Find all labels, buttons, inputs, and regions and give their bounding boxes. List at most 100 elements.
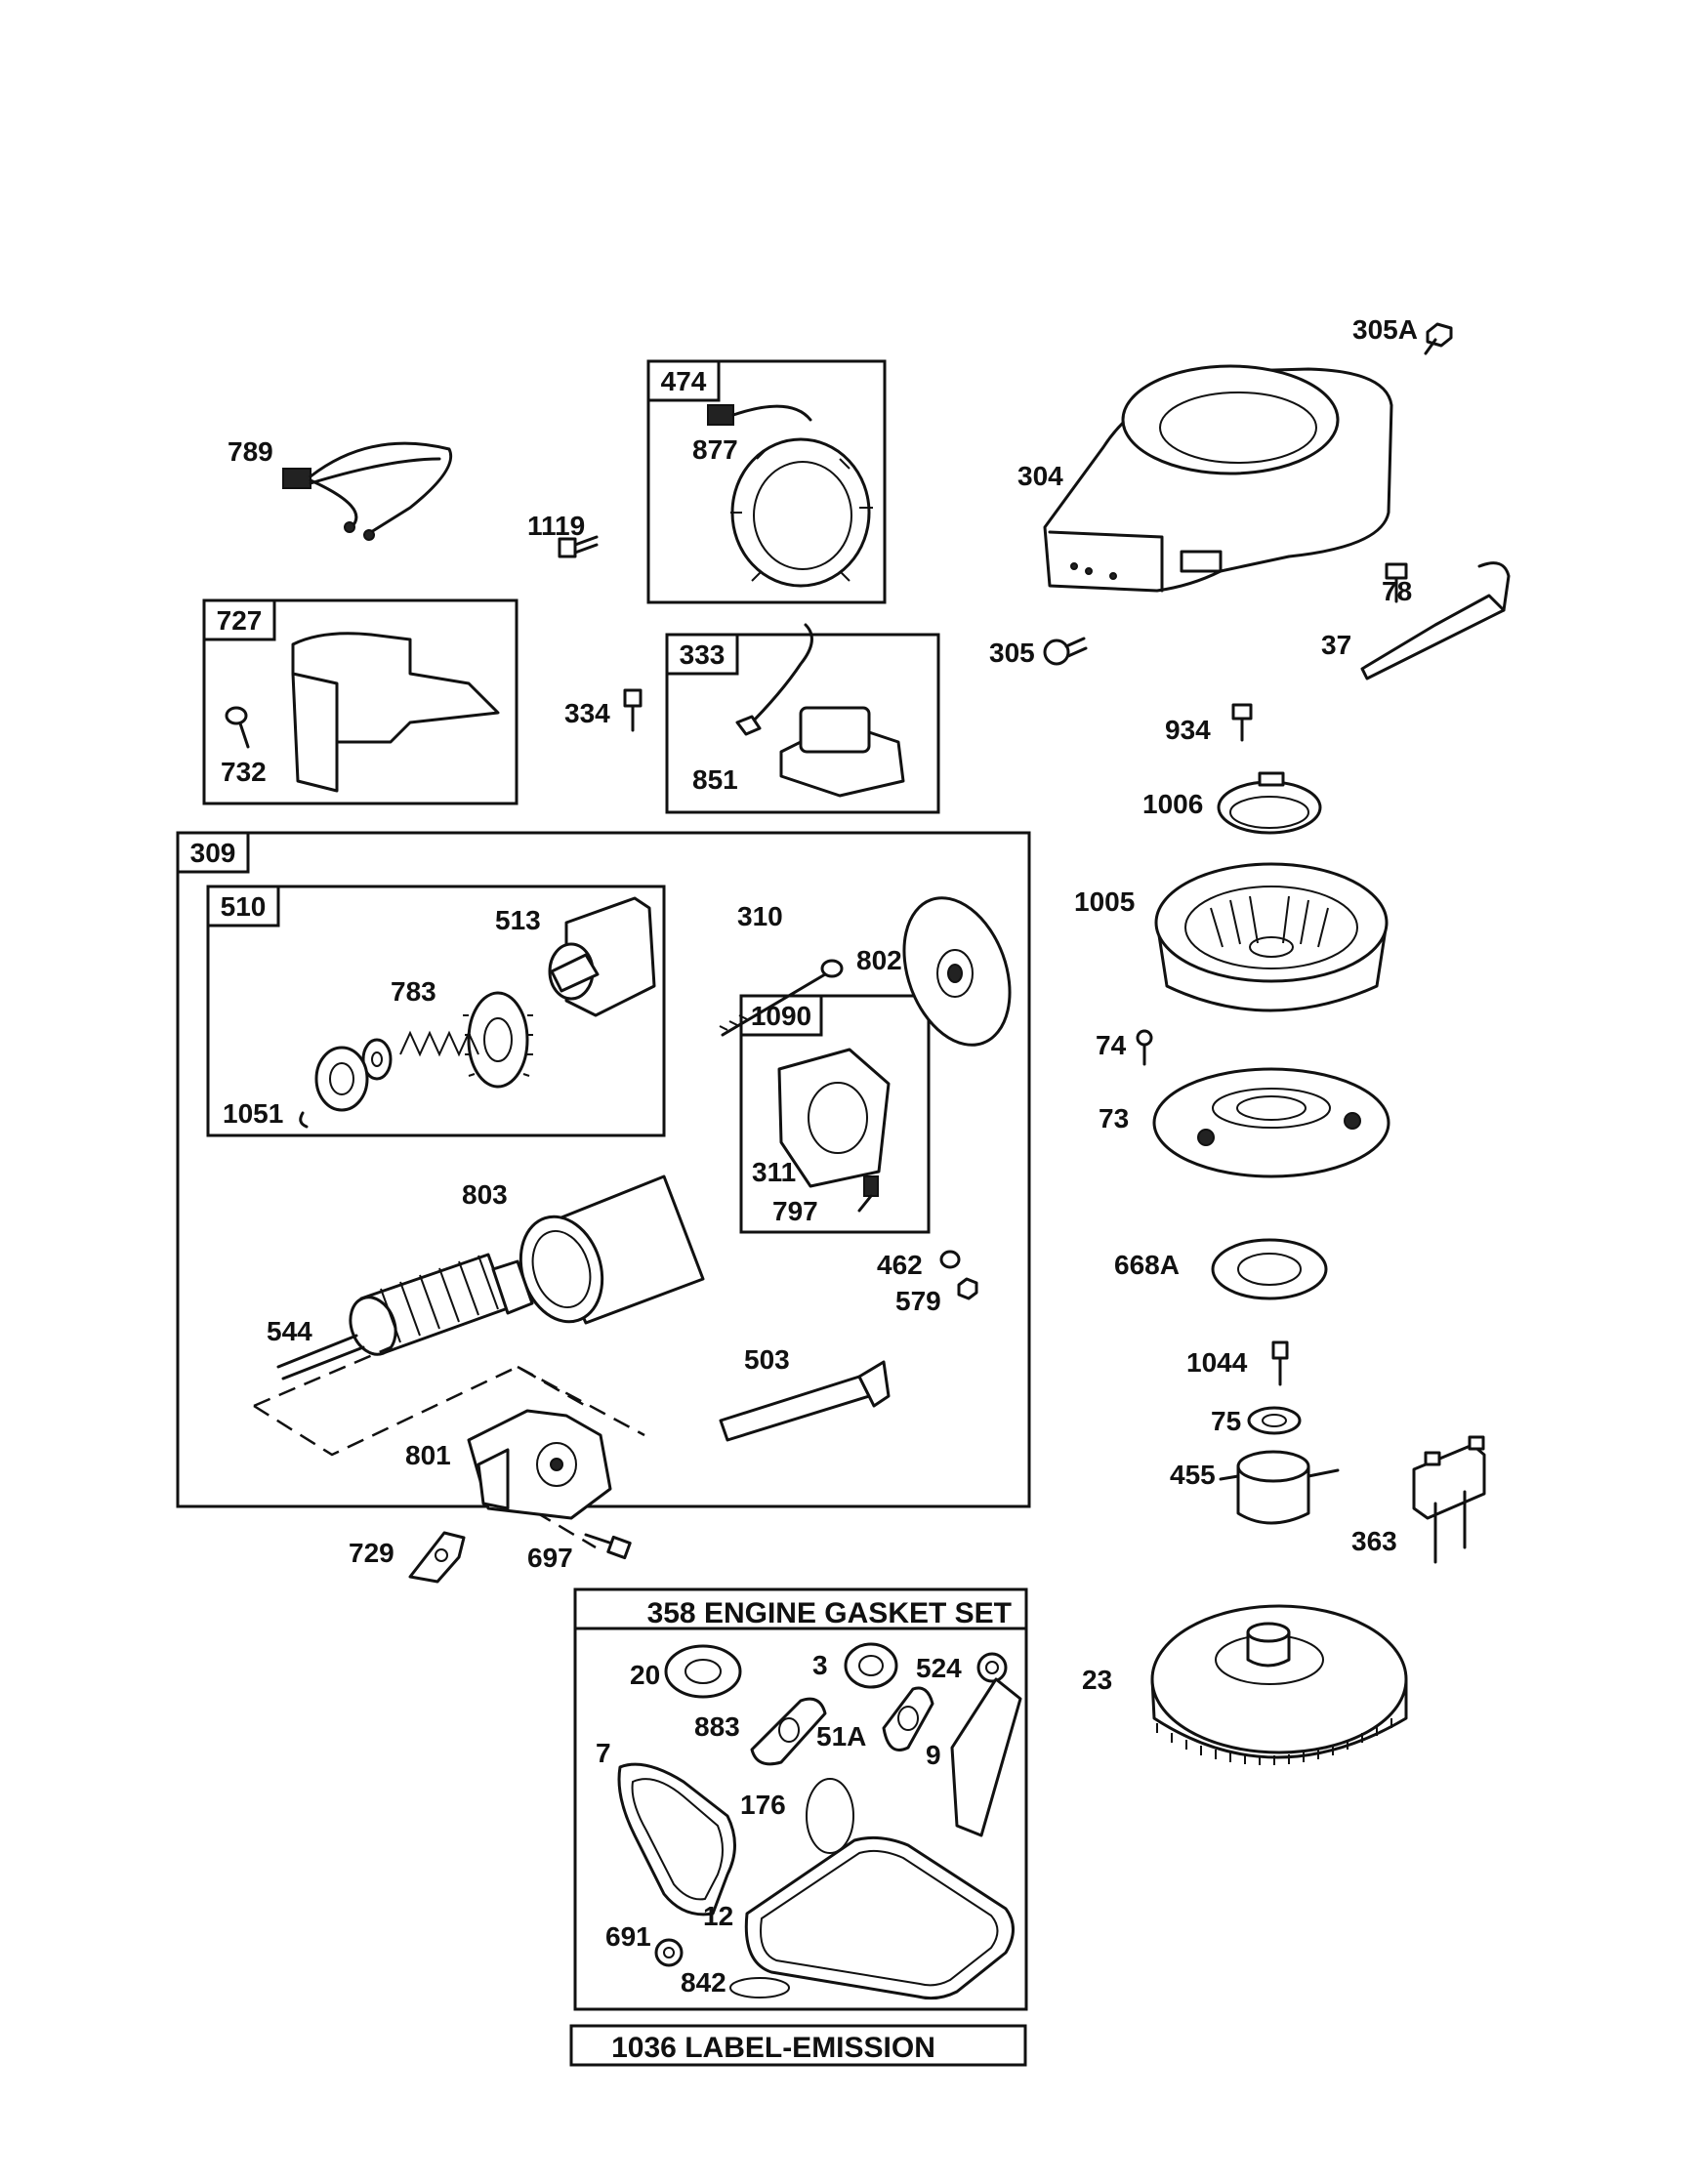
label-1051: 1051 <box>223 1098 283 1129</box>
label-3: 3 <box>812 1650 828 1680</box>
label-73: 73 <box>1099 1103 1129 1133</box>
box-1036-label-emission: 1036 LABEL-EMISSION <box>569 2024 1027 2067</box>
label-7: 7 <box>596 1738 611 1768</box>
label-310: 310 <box>737 901 783 931</box>
washer-462-drawing <box>939 1250 961 1269</box>
box-474: 474 <box>646 359 887 604</box>
box-1090-label: 1090 <box>751 1001 811 1031</box>
screw-305-drawing <box>1043 637 1088 666</box>
nut-579-drawing <box>957 1277 978 1300</box>
label-842: 842 <box>681 1967 726 1998</box>
gasket-7-drawing <box>617 1762 736 1916</box>
baffle-37-drawing <box>1360 561 1511 680</box>
part-labels: 305A 304 305 78 3 7 934 1006 1005 74 73 6… <box>221 314 1418 1998</box>
screw-732-drawing <box>225 706 250 749</box>
washer-75-drawing <box>1247 1406 1302 1435</box>
label-789: 789 <box>228 436 273 467</box>
pinion-gear-783-drawing <box>463 991 533 1089</box>
label-12: 12 <box>703 1901 733 1931</box>
label-1006: 1006 <box>1142 789 1203 819</box>
label-697: 697 <box>527 1543 573 1573</box>
o-ring-842-drawing <box>729 1977 790 1999</box>
screw-697-drawing <box>584 1533 632 1560</box>
label-544: 544 <box>267 1316 312 1346</box>
screw-78-drawing <box>1385 562 1408 603</box>
gasket-9-drawing <box>950 1677 1022 1837</box>
label-74: 74 <box>1096 1030 1127 1060</box>
label-51A: 51A <box>816 1721 866 1751</box>
screw-934-drawing <box>1231 703 1253 742</box>
gasket-883-drawing <box>750 1697 827 1766</box>
gasket-12-drawing <box>744 1835 1015 2000</box>
label-334: 334 <box>564 698 610 728</box>
label-524: 524 <box>916 1653 962 1683</box>
box-358-gasket-set: 358 ENGINE GASKET SET <box>573 1587 1028 2011</box>
label-emission-title: 1036 LABEL-EMISSION <box>611 2032 935 2064</box>
seal-20-drawing <box>664 1644 742 1699</box>
label-20: 20 <box>630 1660 660 1690</box>
label-503: 503 <box>744 1344 790 1375</box>
screw-74-drawing <box>1136 1029 1153 1066</box>
label-513: 513 <box>495 905 541 935</box>
brush-holder-1090-drawing <box>777 1048 891 1213</box>
label-23: 23 <box>1082 1665 1112 1695</box>
screw-334-drawing <box>623 688 643 732</box>
flywheel-23-drawing <box>1150 1604 1408 1765</box>
label-311: 311 <box>752 1157 796 1187</box>
drive-housing-513-drawing <box>548 896 656 1017</box>
gasket-51A-drawing <box>882 1686 934 1751</box>
label-304: 304 <box>1017 461 1063 491</box>
label-851: 851 <box>692 764 738 795</box>
starter-cup-455-drawing <box>1219 1450 1340 1525</box>
rotating-screen-73-drawing <box>1152 1067 1390 1178</box>
box-727-label: 727 <box>217 605 263 636</box>
spring-drawing <box>399 1030 479 1057</box>
label-877: 877 <box>692 434 738 465</box>
box-333: 333 <box>665 633 940 814</box>
box-309: 309 <box>176 831 1031 1508</box>
brush-plate-503-drawing <box>719 1360 891 1442</box>
screen-1006-drawing <box>1217 771 1322 835</box>
ignition-armature-333-drawing <box>735 623 905 798</box>
label-1044: 1044 <box>1186 1347 1248 1378</box>
air-guide-727-drawing <box>291 632 500 793</box>
screw-305A-drawing <box>1424 322 1453 355</box>
valve-seal-524-drawing <box>976 1652 1008 1683</box>
label-801: 801 <box>405 1440 451 1470</box>
label-1119: 1119 <box>527 511 585 541</box>
label-729: 729 <box>349 1538 394 1568</box>
wire-harness-789-drawing <box>282 441 453 541</box>
label-305: 305 <box>989 638 1035 668</box>
label-78: 78 <box>1382 576 1412 606</box>
label-579: 579 <box>895 1286 941 1316</box>
screw-1119-drawing <box>558 535 599 558</box>
frame-803-drawing <box>519 1174 705 1325</box>
armature-544-drawing <box>276 1253 534 1380</box>
label-363: 363 <box>1351 1526 1397 1556</box>
bracket-729-drawing <box>408 1531 466 1584</box>
collar-1051-drawing <box>299 1046 369 1129</box>
label-455: 455 <box>1170 1460 1216 1490</box>
box-510-label: 510 <box>221 891 267 922</box>
label-462: 462 <box>877 1250 923 1280</box>
box-309-label: 309 <box>190 838 236 868</box>
box-510: 510 <box>206 885 666 1137</box>
retainer-668A-drawing <box>1211 1238 1328 1300</box>
screw-1044-drawing <box>1271 1340 1289 1386</box>
label-883: 883 <box>694 1711 740 1742</box>
o-ring-176-drawing <box>806 1778 854 1854</box>
box-474-label: 474 <box>661 366 707 396</box>
label-934: 934 <box>1165 715 1211 745</box>
mount-bracket-801-drawing <box>467 1409 612 1520</box>
blower-housing-drawing <box>1043 364 1393 593</box>
gasket-set-title: 358 ENGINE GASKET SET <box>647 1597 1012 1629</box>
end-cap-802-drawing <box>902 896 1012 1047</box>
label-305A: 305A <box>1352 314 1418 345</box>
label-1005: 1005 <box>1074 886 1135 917</box>
label-732: 732 <box>221 757 267 787</box>
fan-1005-drawing <box>1154 862 1389 1012</box>
label-9: 9 <box>926 1740 941 1770</box>
label-783: 783 <box>391 976 436 1007</box>
label-691: 691 <box>605 1921 651 1952</box>
